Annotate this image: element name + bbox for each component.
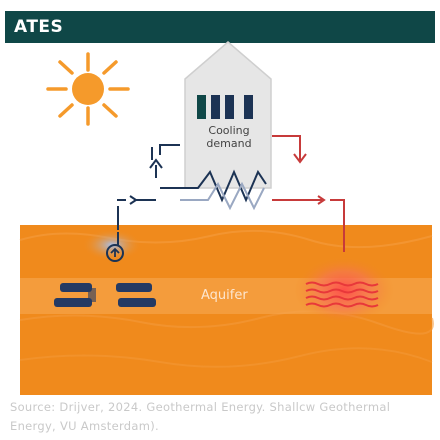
cooling-demand-label: Cooling demand <box>206 124 252 150</box>
title-bar: ATES <box>5 11 435 43</box>
warm-storage <box>305 281 379 308</box>
pump-icon <box>106 244 124 262</box>
sun-icon <box>46 52 130 126</box>
cold-storage <box>54 283 156 307</box>
page-title: ATES <box>14 17 64 37</box>
aquifer-label: Aquifer <box>201 288 248 303</box>
house-icon <box>184 41 272 189</box>
source-citation: Source: Drijver, 2024. Geothermal Energy… <box>10 400 391 433</box>
cold-pipe <box>117 144 180 245</box>
heat-exchanger-icon <box>160 169 267 211</box>
warm-pipe <box>272 135 345 252</box>
